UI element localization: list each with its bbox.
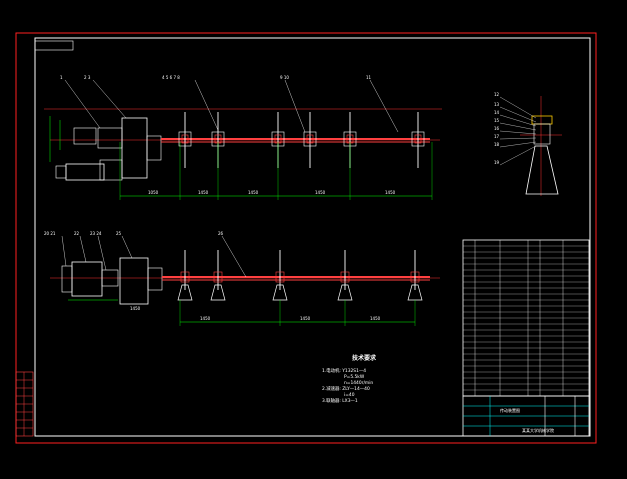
callout-bottom-4: 25 [116,231,122,236]
bottom-cone-foot [177,284,193,301]
side-leader-line [499,145,537,166]
tech-note-5: i=40 [344,392,355,398]
dim-bottom-1: 1450 [200,316,211,321]
bottom-bearing [340,271,350,283]
dim-bottom-4: 1450 [130,306,141,311]
bottom-cone-foot [272,284,288,301]
dim-top-1: 1050 [148,190,159,195]
callout-top-3: 4 5 6 7 8 [162,75,180,80]
top-bearing-housing [411,131,425,147]
callout-top-1: 1 [60,75,63,80]
tech-title: 技术要求 [352,354,377,362]
bottom-bearing [275,271,285,283]
callout-top-5: 11 [366,75,372,80]
side-leader-line [499,130,537,135]
tech-note-3: n=1440r/min [344,380,373,386]
side-detail-view: 12 13 14 15 16 17 18 19 [494,92,562,196]
bottom-cone-foot [337,284,353,301]
tech-note-4: 2.减速器: ZLY—14—40 [322,385,370,392]
top-bearing-housing [178,131,192,147]
side-leader-line [499,137,537,140]
tech-notes: 技术要求 1.电动机: Y132S1—4 P=5.5kW n=1440r/min… [322,354,377,404]
side-callout-label: 16 [494,126,500,131]
dim-bottom-3: 1450 [370,316,381,321]
side-leader-line [499,122,537,131]
outer-frame [15,32,597,444]
motor-body [65,163,105,181]
bottom-cone-foot [210,284,226,301]
dim-top-2: 1450 [198,190,209,195]
callout-top-4: 9 10 [280,75,289,80]
bottom-bearing [180,271,190,283]
side-callout-label: 12 [494,92,500,97]
gearbox-bottom [119,257,149,305]
bottom-bearing [213,271,223,283]
tech-note-1: 1.电动机: Y132S1—4 [322,367,366,374]
title-block: 传动装置图 某某大学机械学院 [462,395,590,437]
callout-top-2: 2 3 [84,75,91,80]
top-bearing-core [414,134,422,144]
callout-bottom-2: 22 [74,231,80,236]
tech-note-2: P=5.5kW [344,374,365,380]
bottom-cone-foot [407,284,423,301]
left-stamp-strip [15,371,34,437]
dim-top-3: 1450 [248,190,259,195]
side-callout-label: 18 [494,142,500,147]
top-bearing-housing [303,131,317,147]
top-bearing-core [306,134,314,144]
side-pedestal [525,145,559,195]
side-leader-line [499,106,537,123]
top-bearing-core [181,134,189,144]
side-callout-label: 13 [494,102,500,107]
dim-bottom-2: 1450 [300,316,311,321]
side-leader-line [499,141,537,148]
gearbox-main [121,117,148,179]
side-leader-line [499,96,537,119]
parts-list [462,239,590,397]
top-view: 1 2 3 4 5 6 7 8 9 10 11 1050 1450 1450 1… [44,75,442,200]
side-callout-label: 17 [494,134,500,139]
title-drawing-name: 传动装置图 [500,407,520,413]
callout-bottom-1: 20 21 [44,231,56,236]
side-callout-label: 19 [494,160,500,165]
side-callout-label: 15 [494,118,500,123]
side-leader-line [499,114,537,127]
title-school: 某某大学机械学院 [522,427,554,433]
dim-top-4: 1450 [315,190,326,195]
motor-bottom [71,261,103,297]
dim-top-5: 1450 [385,190,396,195]
callout-bottom-3: 23 24 [90,231,102,236]
tech-note-6: 3.联轴器: LX3—1 [322,397,358,404]
corner-block [34,40,74,51]
bottom-bearing [410,271,420,283]
bottom-view: 20 21 22 23 24 25 26 1450 1450 1450 1450 [44,231,440,326]
gearbox-top [97,127,123,149]
side-bearing [531,115,553,125]
callout-bottom-5: 26 [218,231,224,236]
side-callout-label: 14 [494,110,500,115]
inner-frame [34,37,591,437]
